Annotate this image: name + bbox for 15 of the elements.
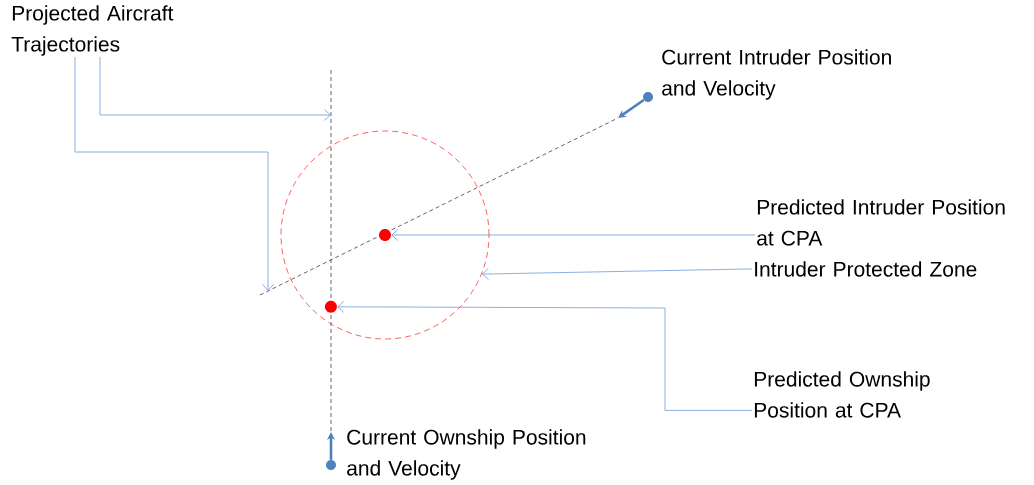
callout-label: Predicted Intruder Position at CPA bbox=[757, 199, 1005, 246]
ownship-trajectory-line bbox=[330, 69, 332, 433]
leader-line bbox=[391, 229, 756, 241]
callout-label: Intruder Protected Zone bbox=[755, 261, 977, 277]
leader-line bbox=[337, 300, 753, 411]
callout-label: Projected Aircraft Trajectories bbox=[11, 5, 174, 56]
protected-zone-circle bbox=[280, 130, 490, 340]
leader-line bbox=[482, 268, 753, 280]
callout-label: Predicted Ownship Position at CPA bbox=[754, 371, 930, 418]
callout-label: Current Intruder Position and Velocity bbox=[662, 49, 891, 100]
intruder-trajectory-line bbox=[259, 117, 619, 296]
callout-label: Current Ownship Position and Velocity bbox=[347, 429, 586, 480]
leader-line bbox=[99, 56, 331, 121]
leader-line bbox=[74, 56, 274, 291]
velocity-arrow bbox=[618, 98, 645, 118]
